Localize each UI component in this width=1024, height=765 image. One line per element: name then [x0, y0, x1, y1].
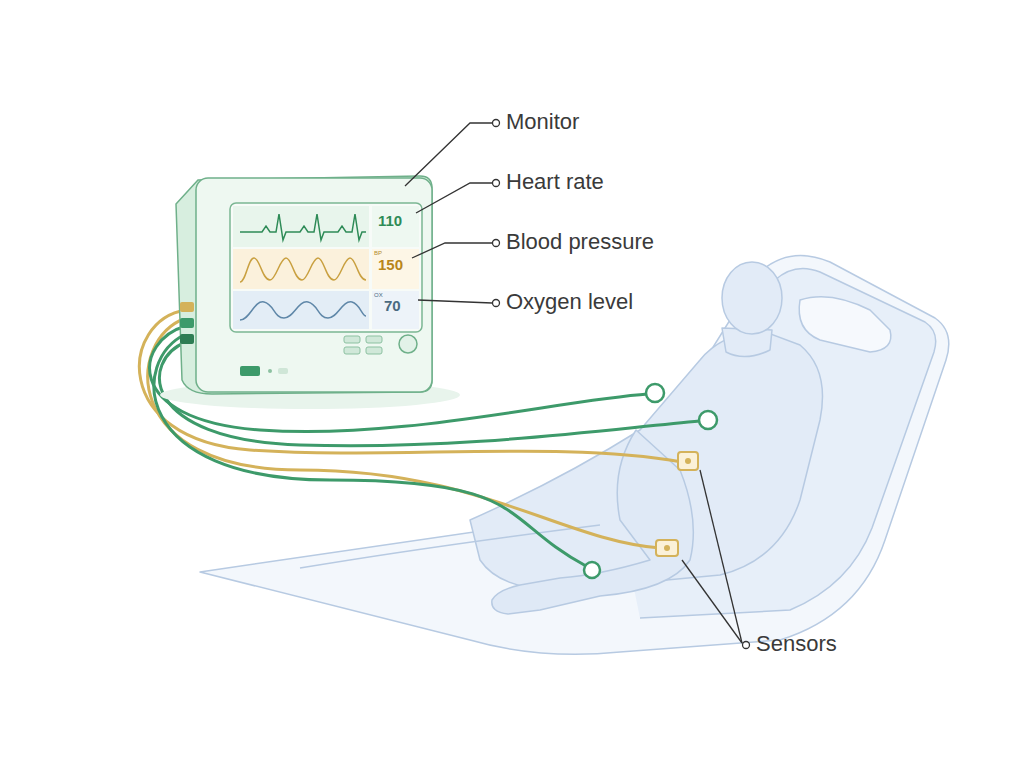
blood-pressure-value: 150 — [378, 257, 403, 274]
patient-monitor — [160, 176, 460, 409]
callout-label: Sensors — [756, 632, 837, 656]
screen-tag: BP — [374, 250, 382, 257]
callout-label: Monitor — [506, 110, 579, 134]
screen-tag: OX — [374, 292, 383, 299]
callout-label: Blood pressure — [506, 230, 654, 254]
heart-rate-value: 110 — [378, 213, 402, 230]
sensor-pads — [584, 384, 717, 578]
leader-lines — [405, 123, 742, 643]
callout-label: Heart rate — [506, 170, 604, 194]
oxygen-value: 70 — [384, 298, 401, 315]
callout-label: Oxygen level — [506, 290, 633, 314]
leader-ends — [493, 120, 750, 649]
patient-figure — [200, 255, 949, 654]
